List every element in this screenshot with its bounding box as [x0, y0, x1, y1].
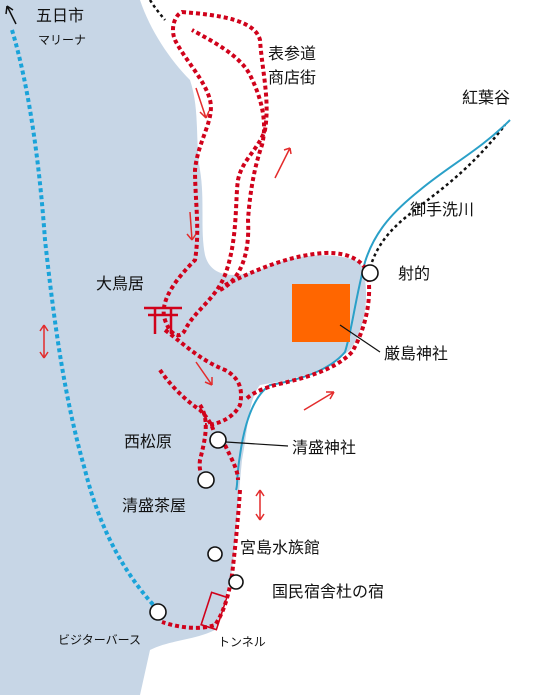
arrow-up-1 [274, 147, 292, 179]
itsukushima-shrine-mark [292, 284, 350, 342]
label-shotengai: 商店街 [268, 68, 317, 87]
arrow-updown-1 [39, 324, 49, 359]
trail-momijidani-2 [370, 124, 506, 263]
visitor-bus-marker[interactable] [149, 603, 167, 621]
arrow-down-1 [195, 87, 210, 119]
itsukaichi-arrow [5, 5, 17, 25]
walking-routes [158, 9, 372, 630]
route-shore [163, 328, 244, 427]
sea-area [0, 0, 367, 695]
label-nishimatsubara: 西松原 [124, 432, 173, 451]
trail-momijidani [148, 0, 166, 21]
arrow-diag [195, 361, 213, 386]
route-inner-loop [191, 28, 267, 292]
label-aquarium: 宮島水族館 [240, 538, 321, 557]
label-kokumin-shukusha: 国民宿舎杜の宿 [272, 582, 385, 601]
route-omotesando-loop [161, 9, 269, 338]
shateki-marker[interactable] [361, 264, 379, 282]
label-visitor-bus: ビジターバース [58, 633, 142, 647]
mitarashi-river [235, 119, 511, 491]
arrow-down-2 [186, 211, 197, 241]
label-momijidani: 紅葉谷 [462, 88, 511, 107]
kokumin-shukusha-marker[interactable] [228, 574, 244, 590]
route-chaya [223, 444, 240, 481]
location-markers [149, 264, 379, 621]
direction-arrows [39, 87, 335, 521]
kiyomori-jinja-leader [225, 441, 289, 447]
kiyomori-chaya-marker[interactable] [197, 471, 215, 489]
label-omotesando: 表参道 [268, 44, 317, 63]
label-tunnel: トンネル [218, 635, 266, 649]
shrine-leader-line [339, 324, 381, 353]
arrow-updown-2 [255, 489, 265, 521]
label-itsukaichi: 五日市 [36, 6, 85, 25]
torii-icon [144, 306, 182, 334]
arrow-right [303, 391, 335, 411]
aquarium-marker[interactable] [207, 546, 223, 562]
route-shrine-loop [224, 250, 372, 402]
label-itsukushima: 厳島神社 [384, 344, 449, 363]
label-kiyomori-jinja: 清盛神社 [292, 438, 357, 457]
ferry-route-blue [10, 29, 160, 612]
kiyomori-jinja-marker[interactable] [209, 431, 227, 449]
label-otorii: 大鳥居 [96, 274, 145, 293]
label-kiyomori-chaya: 清盛茶屋 [122, 496, 187, 515]
route-nishimatsubara [158, 368, 217, 441]
route-south [161, 489, 242, 630]
label-shateki: 射的 [398, 264, 431, 283]
tunnel-mark [200, 591, 228, 631]
label-mitarashigawa: 御手洗川 [410, 200, 475, 219]
label-marina: マリーナ [38, 33, 87, 47]
